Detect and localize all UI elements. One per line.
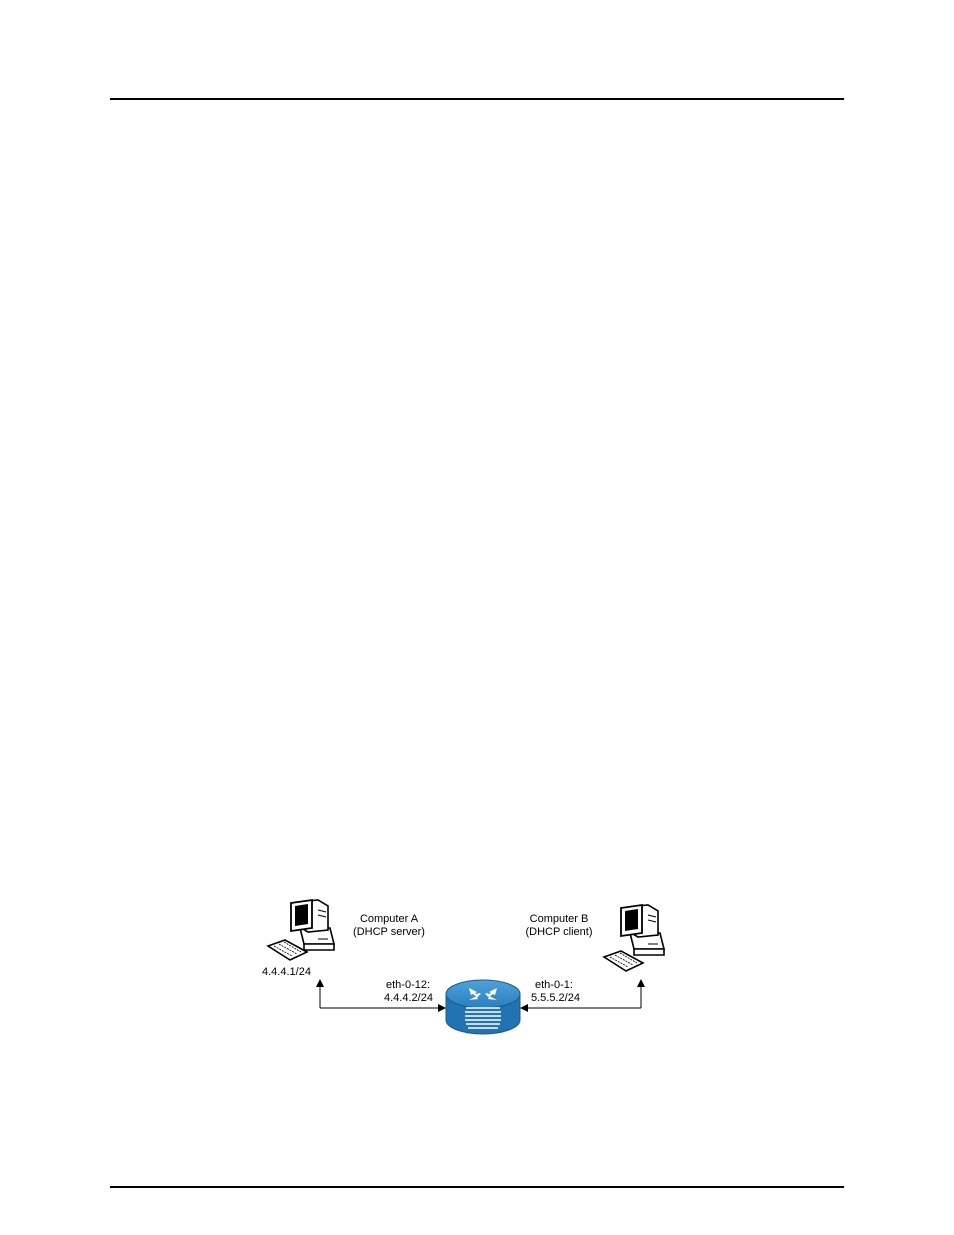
link-router-b [520, 979, 645, 1012]
router-left-ip: 4.4.4.2/24 [384, 992, 433, 1004]
computer-a-role: (DHCP server) [353, 926, 425, 938]
link-a-router [316, 979, 446, 1012]
computer-b-name: Computer B [529, 913, 589, 925]
computer-b-icon [602, 903, 666, 972]
computer-a-ip: 4.4.4.1/24 [262, 966, 311, 978]
router-icon [445, 979, 521, 1035]
computer-a-name: Computer A [359, 913, 419, 925]
computer-b-role: (DHCP client) [525, 926, 593, 938]
computer-a-icon [266, 898, 336, 961]
router-left-interface: eth-0-12: [386, 979, 431, 991]
router-right-interface: eth-0-1: [535, 979, 573, 991]
footer-rule [110, 1186, 844, 1188]
header-rule [110, 98, 844, 100]
router-right-ip: 5.5.5.2/24 [531, 992, 580, 1004]
